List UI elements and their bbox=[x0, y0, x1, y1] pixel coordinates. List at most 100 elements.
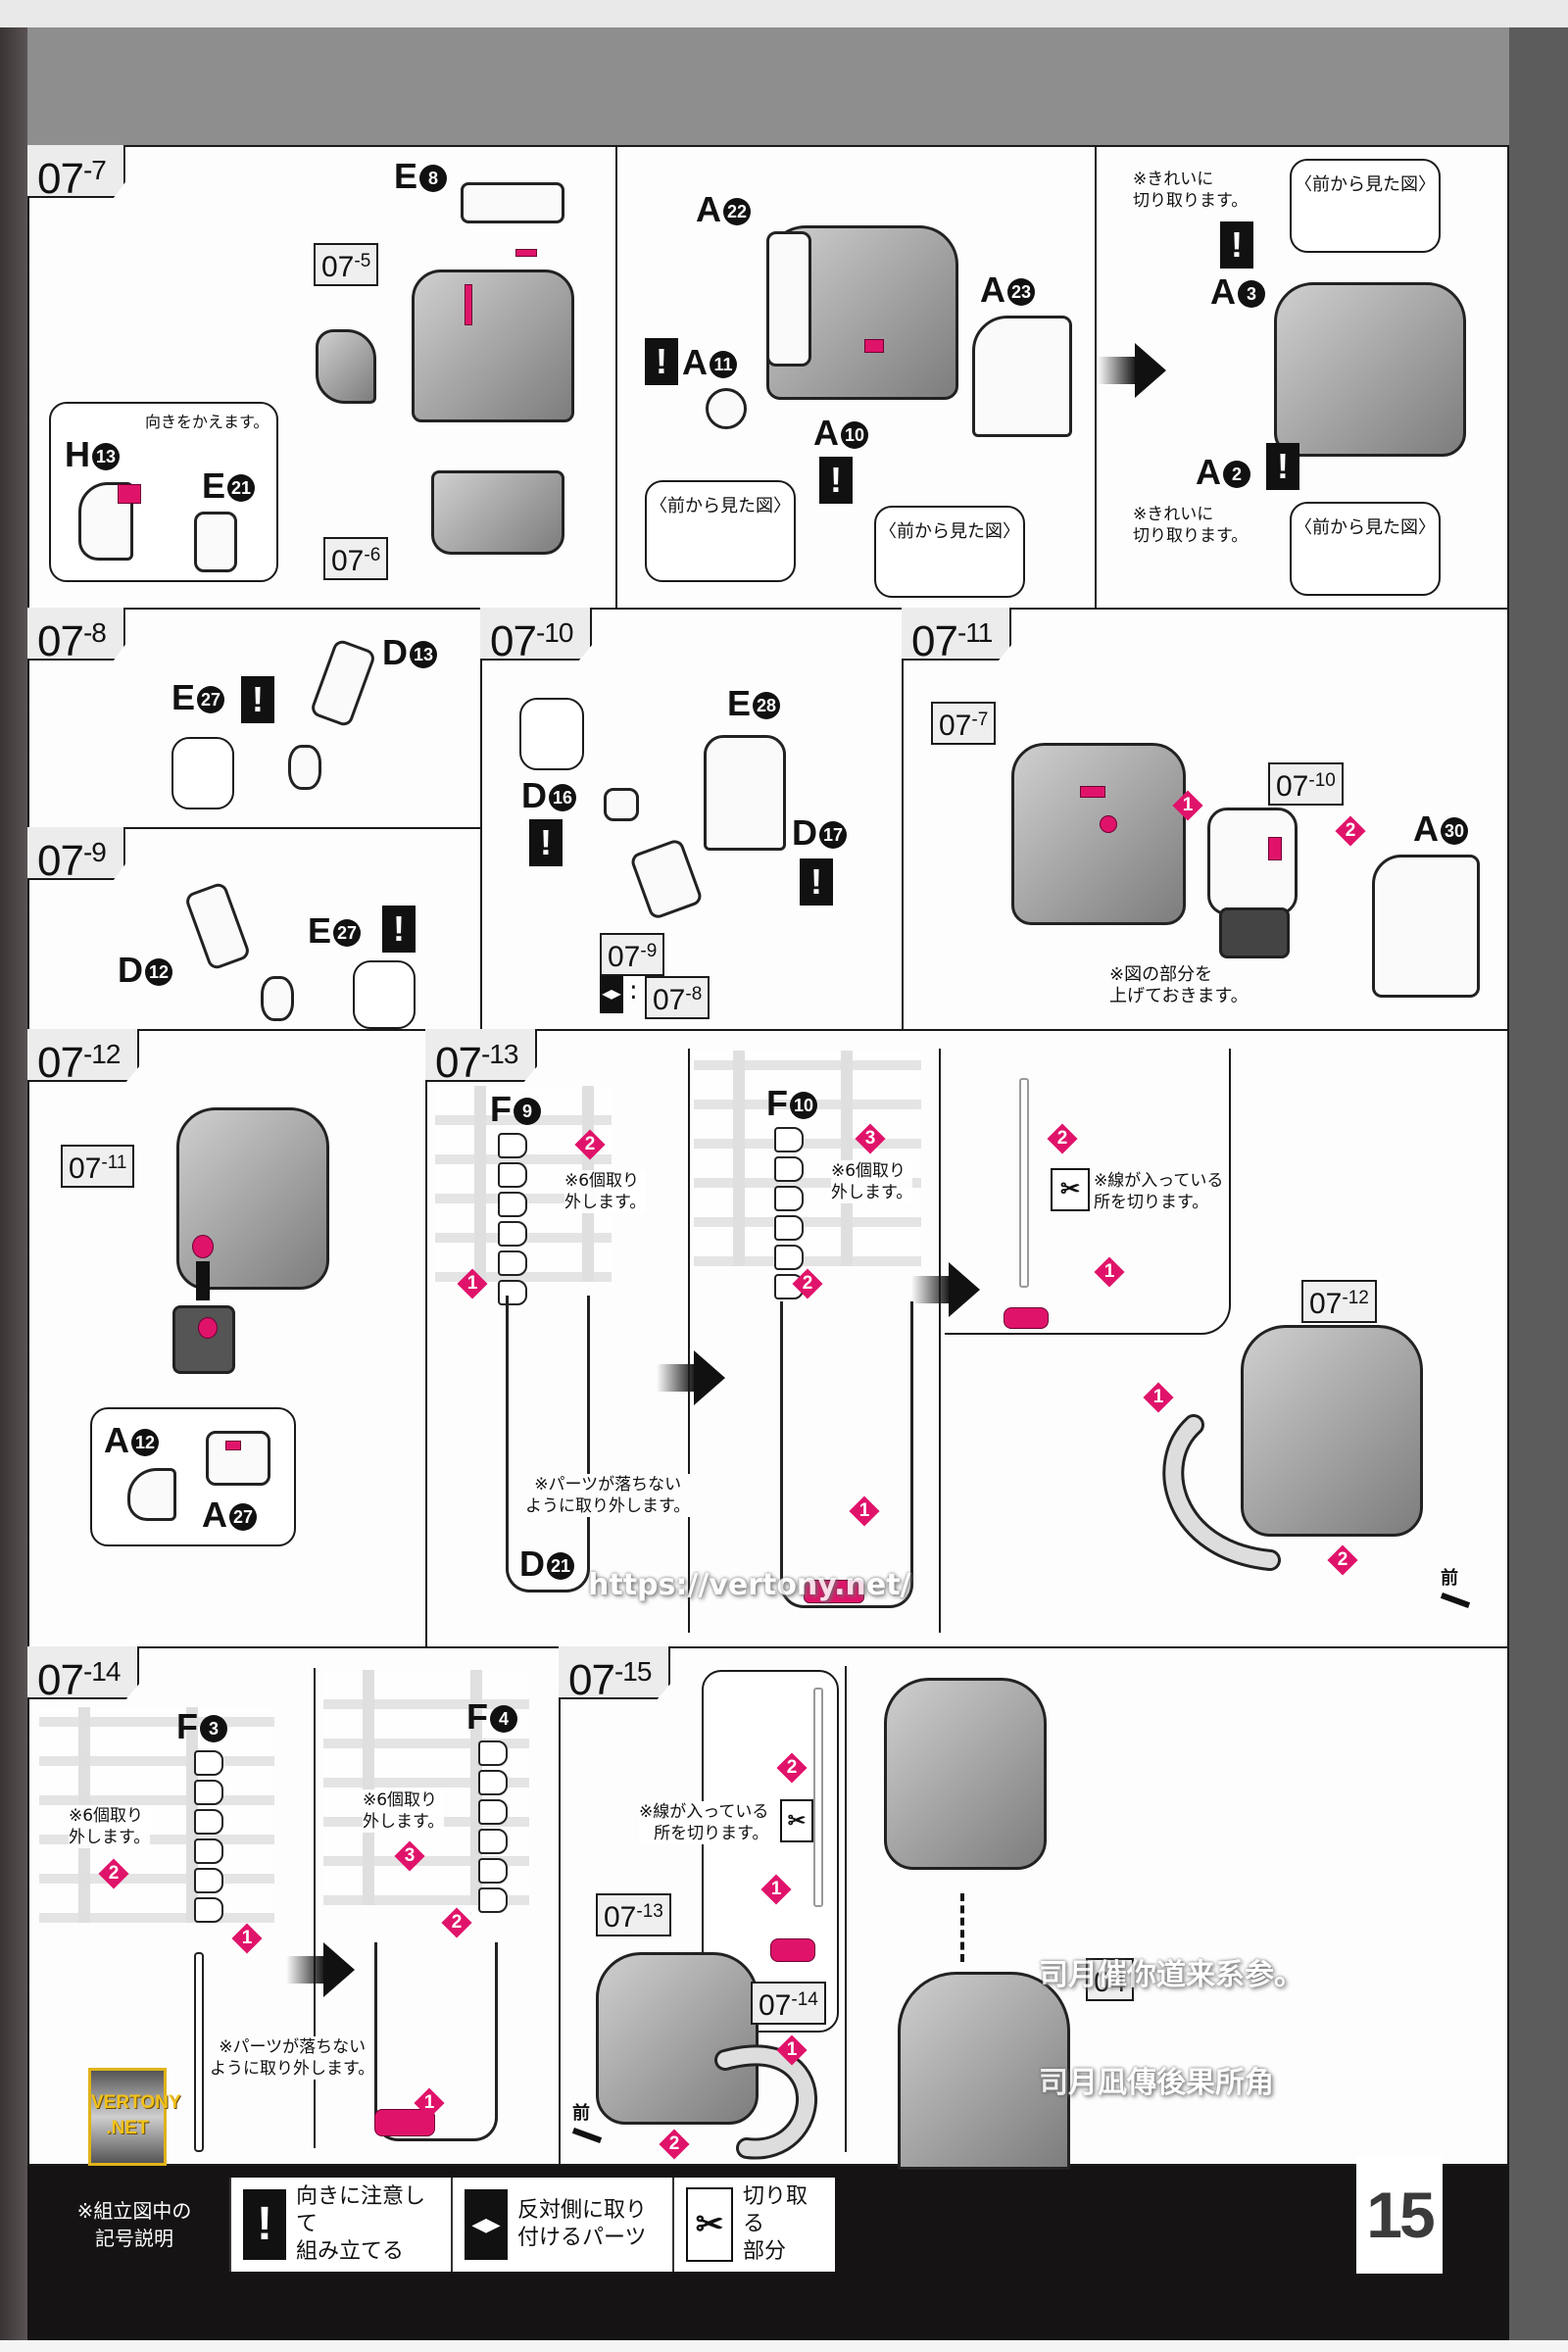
pipe-assembly bbox=[780, 1301, 913, 1608]
ref-07-9: 07-9 bbox=[600, 933, 665, 976]
order-marker-2: 2 bbox=[1327, 1544, 1358, 1576]
legend-item-orientation: ! 向きに注意して 組み立てる bbox=[229, 2178, 451, 2272]
order-marker-1: 1 bbox=[457, 1268, 488, 1299]
hose-segments-f9 bbox=[498, 1133, 527, 1305]
pink-block bbox=[225, 1441, 241, 1450]
order-marker-2: 2 bbox=[792, 1268, 823, 1299]
next-arrow bbox=[286, 1942, 355, 1997]
order-marker-2: 2 bbox=[776, 1752, 808, 1784]
legend-item-cut: ✂ 切り取る 部分 bbox=[672, 2178, 835, 2272]
order-marker-1: 1 bbox=[1094, 1256, 1125, 1288]
detail-callout bbox=[519, 698, 584, 770]
mirror-separator: : bbox=[629, 976, 638, 1005]
ref-07-11: 07-11 bbox=[61, 1145, 135, 1188]
detail-callout bbox=[353, 960, 416, 1029]
legend-text: 切り取る 部分 bbox=[743, 2184, 808, 2264]
no-drop-note: ※パーツが落ちない ように取り外します。 bbox=[210, 2036, 375, 2080]
legend-text: 向きに注意して 組み立てる bbox=[296, 2184, 426, 2264]
order-marker-2: 2 bbox=[1047, 1123, 1078, 1154]
order-marker-1: 1 bbox=[1172, 790, 1203, 821]
head-assembly bbox=[1241, 1325, 1423, 1537]
ref-07-14: 07-14 bbox=[751, 1982, 826, 2025]
step-07-15-panel: 07-15 2 ※線が入っている 所を切ります。 ✂ 1 07-14 07-13… bbox=[559, 1646, 1509, 2170]
front-view-caption: 〈前から見た図〉 bbox=[1295, 174, 1436, 195]
order-marker-2: 2 bbox=[98, 1858, 129, 1889]
pipe-runner bbox=[813, 1688, 823, 1907]
remove-6-note: ※6個取り 外します。 bbox=[564, 1170, 647, 1213]
step-label: 07-10 bbox=[480, 608, 593, 661]
part-e27 bbox=[261, 976, 294, 1021]
part-a23 bbox=[972, 316, 1072, 437]
step-label: 07-8 bbox=[27, 608, 125, 661]
cut-line-note: ※線が入っている 所を切ります。 bbox=[1094, 1171, 1224, 1212]
warning-icon: ! bbox=[800, 858, 833, 906]
head-assembly bbox=[1011, 743, 1186, 925]
part-a22-side bbox=[766, 231, 811, 367]
pipe-runner bbox=[1019, 1078, 1029, 1288]
part-e27 bbox=[288, 745, 321, 790]
nipper-icon: ✂ bbox=[780, 1799, 813, 1842]
step-label: 07-7 bbox=[27, 145, 125, 198]
divider bbox=[845, 1666, 847, 2152]
order-marker-1: 1 bbox=[1143, 1382, 1174, 1413]
lower-part bbox=[1219, 907, 1290, 958]
pink-peg bbox=[465, 284, 472, 325]
runner-sprue bbox=[694, 1051, 921, 1266]
warning-icon: ! bbox=[1266, 443, 1299, 490]
divider bbox=[615, 147, 617, 608]
part-07-10-assembly bbox=[1207, 808, 1298, 915]
cut-line-note: ※線が入っている 所を切ります。 bbox=[639, 1801, 769, 1844]
ref-07-6: 07-6 bbox=[323, 537, 389, 580]
pink-socket bbox=[864, 339, 884, 353]
nipper-icon: ✂ bbox=[686, 2187, 733, 2262]
part-07-9 bbox=[628, 837, 705, 921]
hose-segments-f10 bbox=[774, 1127, 804, 1299]
part-e28 bbox=[704, 735, 786, 851]
warning-icon: ! bbox=[1220, 221, 1253, 269]
pink-socket bbox=[1268, 837, 1282, 860]
orientation-note: 向きをかえます。 bbox=[145, 413, 270, 431]
divider bbox=[939, 1049, 941, 1633]
clean-cut-note: ※きれいに 切り取ります。 bbox=[1133, 170, 1249, 211]
next-arrow bbox=[1098, 343, 1166, 398]
mirror-part-icon: ◀▶ bbox=[600, 974, 623, 1013]
step-label: 07-15 bbox=[559, 1646, 671, 1699]
order-marker-1: 1 bbox=[776, 2034, 808, 2066]
order-marker-1: 1 bbox=[414, 2087, 445, 2119]
warning-icon: ! bbox=[241, 676, 274, 723]
top-banner bbox=[0, 0, 1568, 147]
hose-segments-f4 bbox=[478, 1740, 508, 1913]
warning-icon: ! bbox=[819, 457, 853, 504]
torso-core-part bbox=[412, 270, 574, 422]
front-view-callout-a2: 〈前から見た図〉 bbox=[1290, 502, 1441, 596]
vertony-badge: VERTONY .NET bbox=[88, 2068, 181, 2166]
nipper-icon: ✂ bbox=[1051, 1168, 1090, 1211]
no-drop-note: ※パーツが落ちない ように取り外します。 bbox=[525, 1474, 691, 1517]
order-marker-1: 1 bbox=[849, 1495, 880, 1527]
order-marker-1: 1 bbox=[231, 1923, 263, 1954]
divider bbox=[1095, 147, 1097, 608]
order-marker-2: 2 bbox=[574, 1129, 606, 1160]
pink-hose-segments bbox=[804, 1580, 864, 1603]
pink-peg bbox=[1080, 786, 1105, 798]
head-assembly bbox=[176, 1107, 329, 1290]
cut-callout bbox=[945, 1049, 1231, 1335]
part-a11 bbox=[706, 388, 747, 429]
